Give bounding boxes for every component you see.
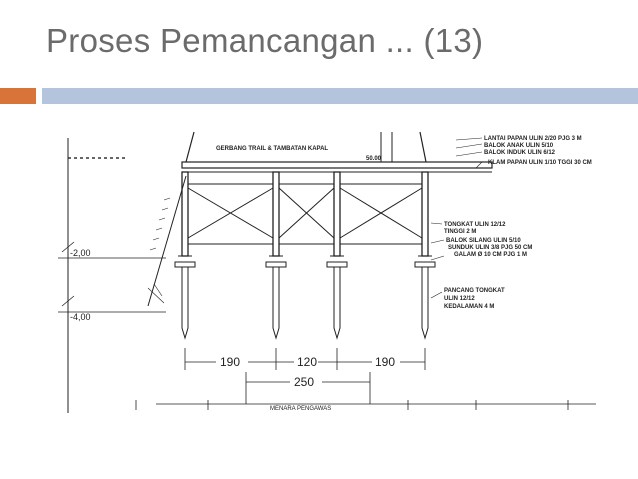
title-underline-band xyxy=(42,88,638,104)
cross-bracing xyxy=(187,183,423,245)
annotation-top-2: BALOK ANAK ULIN 5/10 xyxy=(484,143,554,149)
annotation-mid-4: SUNDUK ULIN 3/8 PJG 50 CM xyxy=(448,245,532,251)
bottom-label: MENARA PENGAWAS xyxy=(270,406,331,412)
deck-elevation: 50.00 xyxy=(366,156,382,162)
slide-title: Proses Pemancangan ... (13) xyxy=(46,22,484,59)
dimension-right: 190 xyxy=(375,355,395,369)
gate-label: GERBANG TRAIL & TAMBATAN KAPAL xyxy=(216,146,328,152)
sloped-bank xyxy=(147,175,187,307)
dimension-total: 250 xyxy=(294,375,314,389)
annotation-mid-1: TONGKAT ULIN 12/12 xyxy=(444,222,506,228)
annotation-top-1: LANTAI PAPAN ULIN 2/20 PJG 3 M xyxy=(484,136,582,142)
annotation-mid-3: BALOK SILANG ULIN 5/10 xyxy=(446,238,521,244)
dimension-center: 120 xyxy=(297,355,317,369)
annotation-bottom-3: KEDALAMAN 4 M xyxy=(444,304,494,310)
annotation-mid-2: TINGGI 2 M xyxy=(444,229,476,235)
level-label-2: -2,00 xyxy=(70,248,91,258)
piles xyxy=(181,267,429,340)
technical-drawing: -2,00 -4,00 GERBANG TRAIL & TAMBATAN KAP… xyxy=(36,128,606,413)
annotation-top-3: BALOK INDUK ULIN 6/12 xyxy=(484,150,556,156)
pile-caps xyxy=(174,255,436,268)
annotation-top-4: KLAM PAPAN ULIN 1/10 TGGI 30 CM xyxy=(488,160,592,166)
structure-elevation-svg: -2,00 -4,00 GERBANG TRAIL & TAMBATAN KAP… xyxy=(58,131,596,413)
annotation-mid-5: GALAM Ø 10 CM PJG 1 M xyxy=(454,252,527,258)
dimension-left: 190 xyxy=(220,355,240,369)
accent-bar xyxy=(0,88,36,104)
level-label-4: -4,00 xyxy=(70,312,91,322)
annotation-bottom-2: ULIN 12/12 xyxy=(444,296,475,302)
annotation-bottom-1: PANCANG TONGKAT xyxy=(444,288,505,294)
dimension-lines xyxy=(156,348,596,405)
deck xyxy=(181,161,493,169)
